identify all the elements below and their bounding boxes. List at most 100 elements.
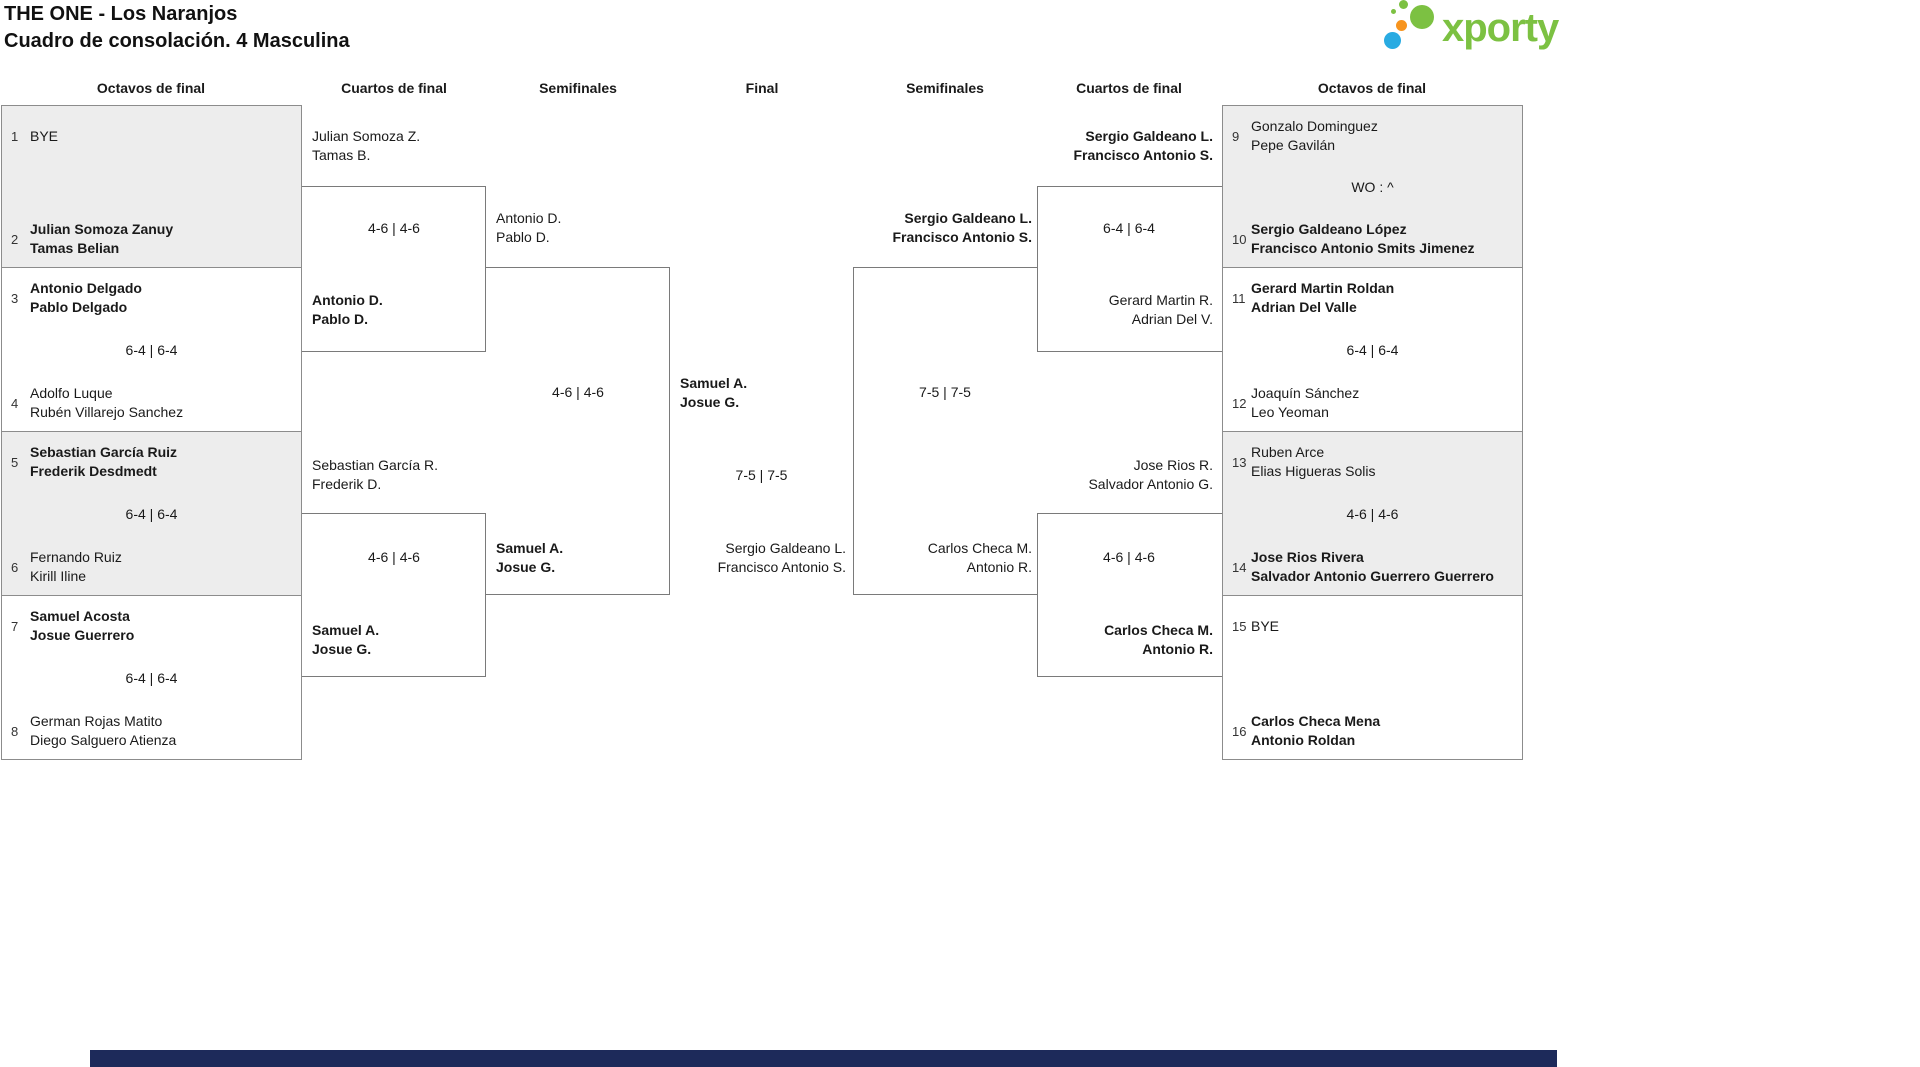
tournament-name: THE ONE - Los Naranjos <box>4 3 238 25</box>
player-name: Gerard Martin R. <box>1108 292 1213 308</box>
player-name: BYE <box>30 127 59 144</box>
player-name: Tamas Belian <box>30 240 120 256</box>
player-name: German Rojas Matito <box>30 713 163 729</box>
octavos-match-7: 13 Ruben Arce Elias Higueras Solis 4-6 |… <box>1222 431 1523 596</box>
player-name: Pablo D. <box>496 229 550 245</box>
match-score: 6-4 | 6-4 <box>125 505 178 522</box>
team-row: 6 Fernando Ruiz Kirill Iline <box>11 547 296 587</box>
round-header-right-semis: Semifinales <box>906 80 984 96</box>
player-name: Diego Salguero Atienza <box>30 732 177 748</box>
octavos-match-4: 7 Samuel Acosta Josue Guerrero 6-4 | 6-4… <box>1 595 302 760</box>
player-name: Jose Rios Rivera <box>1251 549 1364 565</box>
match-score: 6-4 | 6-4 <box>1346 341 1399 358</box>
seed-number: 15 <box>1232 618 1247 634</box>
player-name: Salvador Antonio Guerrero Guerrero <box>1251 568 1494 584</box>
page-title: THE ONE - Los Naranjos Cuadro de consola… <box>4 1 350 55</box>
team-names: Fernando Ruiz Kirill Iline <box>30 548 122 586</box>
player-name: Adrian Del V. <box>1131 311 1213 327</box>
team-names: Sergio Galdeano L. Francisco Antonio S. <box>1027 127 1214 165</box>
team-names: Gonzalo Dominguez Pepe Gavilán <box>1251 117 1378 155</box>
team-names: Samuel Acosta Josue Guerrero <box>30 607 134 645</box>
player-name: Samuel A. <box>680 375 748 391</box>
team-row: 7 Samuel Acosta Josue Guerrero <box>11 606 296 646</box>
team-row: 5 Sebastian García Ruiz Frederik Desdmed… <box>11 442 296 482</box>
player-name: Tamas B. <box>312 147 371 163</box>
player-name: Gonzalo Dominguez <box>1251 118 1378 134</box>
final-score: 7-5 | 7-5 <box>735 467 788 483</box>
player-name: Francisco Antonio S. <box>892 229 1033 245</box>
team-names: Antonio D. Pablo D. <box>496 209 561 247</box>
player-name: Adolfo Luque <box>30 385 113 401</box>
team-row: 13 Ruben Arce Elias Higueras Solis <box>1232 442 1517 482</box>
match-score: 4-6 | 4-6 <box>552 384 604 400</box>
seed-number: 7 <box>11 618 19 634</box>
team-names: Antonio Delgado Pablo Delgado <box>30 279 142 317</box>
team-names: Sergio Galdeano L. Francisco Antonio S. <box>848 209 1033 247</box>
team-row: 4 Adolfo Luque Rubén Villarejo Sanchez <box>11 383 296 423</box>
team-names: Sergio Galdeano López Francisco Antonio … <box>1251 220 1475 258</box>
player-name: Josue Guerrero <box>30 627 135 643</box>
player-name: Carlos Checa M. <box>927 540 1032 556</box>
team-names: German Rojas Matito Diego Salguero Atien… <box>30 712 176 750</box>
seed-number: 2 <box>11 231 19 247</box>
player-name: Sergio Galdeano L. <box>904 210 1032 226</box>
player-name: Pablo D. <box>312 311 369 327</box>
team-names: Samuel A. Josue G. <box>496 539 563 577</box>
left-semifinal-bracket <box>486 267 670 595</box>
seed-number: 5 <box>11 454 19 470</box>
octavos-match-1: 1 BYE 2 Julian Somoza Zanuy Tamas Belian <box>1 105 302 268</box>
logo-dot-green-tiny-icon <box>1391 9 1396 14</box>
brand-name: xporty <box>1442 6 1559 50</box>
team-row: 2 Julian Somoza Zanuy Tamas Belian <box>11 219 296 259</box>
player-name: Joaquín Sánchez <box>1251 385 1360 401</box>
player-name: Josue G. <box>496 559 556 575</box>
player-name: Sebastian García Ruiz <box>30 444 178 460</box>
logo-dot-green-large-icon <box>1410 5 1434 29</box>
player-name: Francisco Antonio S. <box>1073 147 1214 163</box>
seed-number: 11 <box>1232 290 1246 306</box>
logo-dot-blue-icon <box>1384 32 1401 49</box>
team-row: 8 German Rojas Matito Diego Salguero Ati… <box>11 711 296 751</box>
seed-number: 14 <box>1232 559 1247 575</box>
match-score: 6-4 | 6-4 <box>125 341 178 358</box>
seed-number: 9 <box>1232 128 1240 144</box>
seed-number: 10 <box>1232 231 1247 247</box>
match-score: 7-5 | 7-5 <box>919 384 971 400</box>
team-row: 12 Joaquín Sánchez Leo Yeoman <box>1232 383 1517 423</box>
team-names: Adolfo Luque Rubén Villarejo Sanchez <box>30 384 183 422</box>
player-name: Elias Higueras Solis <box>1251 463 1376 479</box>
player-name: Julian Somoza Zanuy <box>30 221 174 237</box>
round-header-right-cuartos: Cuartos de final <box>1076 80 1182 96</box>
player-name: Frederik D. <box>312 476 382 492</box>
player-name: Antonio R. <box>1142 641 1213 657</box>
player-name: Carlos Checa Mena <box>1251 713 1381 729</box>
round-header-left-semis: Semifinales <box>539 80 617 96</box>
player-name: Sergio Galdeano L. <box>1085 128 1213 144</box>
player-name: Samuel Acosta <box>30 608 130 624</box>
player-name: Antonio D. <box>496 210 562 226</box>
player-name: Samuel A. <box>496 540 564 556</box>
player-name: Samuel A. <box>312 622 380 638</box>
player-name: Julian Somoza Z. <box>312 128 421 144</box>
match-score: 6-4 | 6-4 <box>1103 220 1155 236</box>
match-score: 4-6 | 4-6 <box>1103 549 1155 565</box>
octavos-match-3: 5 Sebastian García Ruiz Frederik Desdmed… <box>1 431 302 596</box>
left-cuartos-match-2-bracket <box>302 513 486 677</box>
team-names: Sebastian García Ruiz Frederik Desdmedt <box>30 443 177 481</box>
team-names: Carlos Checa M. Antonio R. <box>1027 621 1213 659</box>
team-row: 15 BYE <box>1232 606 1517 646</box>
player-name: Sebastian García R. <box>312 457 439 473</box>
team-names: Julian Somoza Zanuy Tamas Belian <box>30 220 173 258</box>
player-name: Antonio Delgado <box>30 280 142 296</box>
seed-number: 16 <box>1232 723 1247 739</box>
team-names: Antonio D. Pablo D. <box>312 291 383 329</box>
player-name: Antonio D. <box>312 292 383 308</box>
round-header-left-octavos: Octavos de final <box>96 80 206 96</box>
team-names: Joaquín Sánchez Leo Yeoman <box>1251 384 1359 422</box>
player-name: Francisco Antonio Smits Jimenez <box>1251 240 1475 256</box>
seed-number: 6 <box>11 559 19 575</box>
player-name: Pepe Gavilán <box>1251 137 1336 153</box>
seed-number: 13 <box>1232 454 1247 470</box>
seed-number: 3 <box>11 290 19 306</box>
octavos-match-2: 3 Antonio Delgado Pablo Delgado 6-4 | 6-… <box>1 267 302 432</box>
